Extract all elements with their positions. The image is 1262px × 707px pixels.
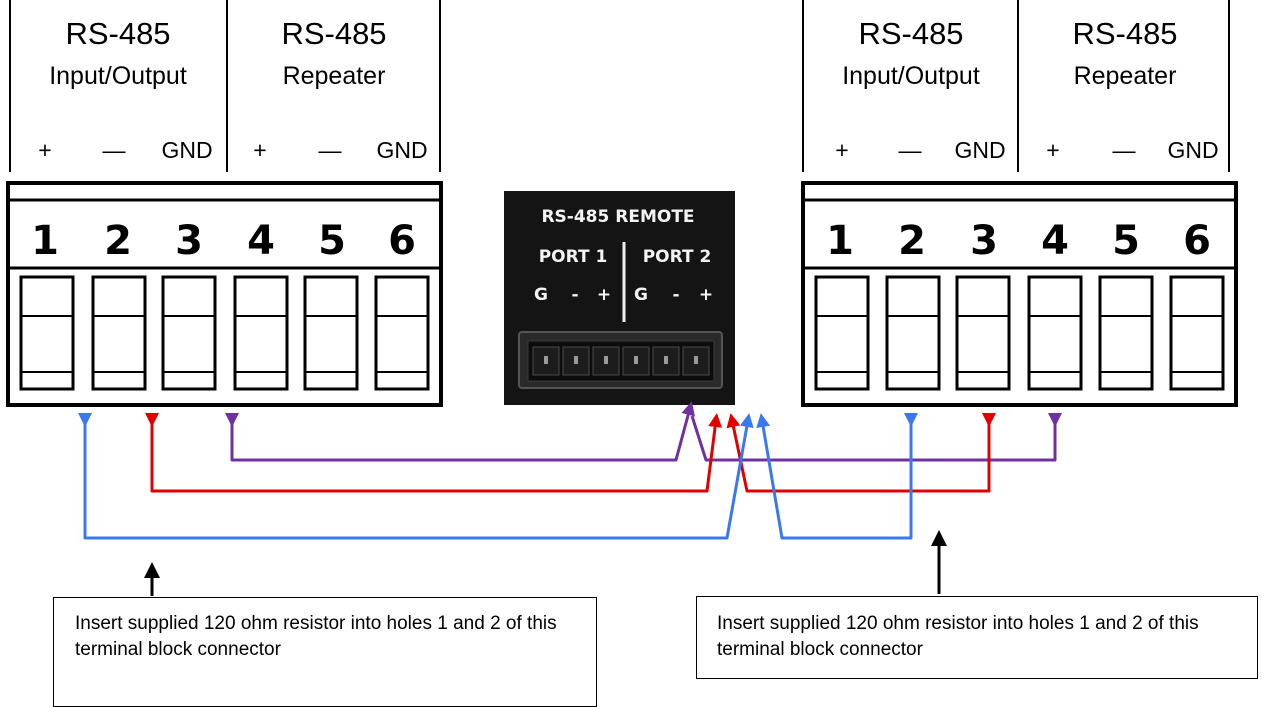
wire-plus-left: [78, 413, 754, 540]
right-group2-title: RS-485: [1072, 16, 1177, 51]
right-polarity-label: +: [835, 137, 848, 163]
wire-ground-right: [690, 413, 1062, 462]
remote-pin-label: +: [597, 285, 611, 305]
right-group2-subtitle: Repeater: [1074, 62, 1177, 90]
right-pin-number: 2: [898, 218, 926, 264]
wire-minus-left: [145, 413, 723, 493]
remote-pin-label: -: [672, 285, 679, 305]
right-polarity-label: —: [1113, 137, 1136, 163]
remote-title: RS-485 REMOTE: [541, 207, 694, 227]
remote-pin-label: G: [634, 285, 648, 305]
left-polarity-label: GND: [376, 137, 427, 163]
right-polarity-label: —: [899, 137, 922, 163]
right-group1-title: RS-485: [858, 16, 963, 51]
left-pin-number: 6: [388, 218, 416, 264]
left-pin-number: 2: [104, 218, 132, 264]
left-resistor-note: Insert supplied 120 ohm resistor into ho…: [53, 597, 597, 707]
left-group2-title: RS-485: [281, 16, 386, 51]
right-polarity-label: GND: [1167, 137, 1218, 163]
left-polarity-label: GND: [161, 137, 212, 163]
left-group1-title: RS-485: [65, 16, 170, 51]
right-resistor-note-text: Insert supplied 120 ohm resistor into ho…: [717, 613, 1199, 660]
right-block-body: [801, 181, 1238, 407]
wire-minus-right: [726, 413, 996, 493]
right-group1-subtitle: Input/Output: [842, 62, 980, 90]
left-polarity-label: +: [253, 137, 266, 163]
remote-port2-label: PORT 2: [643, 247, 712, 267]
right-polarity-label: GND: [954, 137, 1005, 163]
left-group2-subtitle: Repeater: [283, 62, 386, 90]
wire-plus-right: [756, 413, 918, 540]
left-pin-number: 5: [318, 218, 346, 264]
left-polarity-label: —: [319, 137, 342, 163]
remote-pin-label: G: [534, 285, 548, 305]
left-group1-subtitle: Input/Output: [49, 62, 187, 90]
left-terminal-slots: [19, 275, 430, 391]
rs485-remote-panel: RS-485 REMOTE PORT 1 PORT 2 G - + G - +: [504, 191, 735, 405]
right-pin-number: 4: [1041, 218, 1069, 264]
right-terminal-block: RS-485 Input/Output RS-485 Repeater + — …: [801, 0, 1238, 407]
remote-pin-label: +: [699, 285, 713, 305]
remote-pin-label: -: [571, 285, 578, 305]
right-resistor-note: Insert supplied 120 ohm resistor into ho…: [696, 596, 1258, 679]
left-pin-number: 1: [31, 218, 59, 264]
left-block-body: [6, 181, 443, 407]
left-slot-dividers: [21, 315, 428, 373]
left-polarity-label: —: [103, 137, 126, 163]
right-terminal-slots: [814, 275, 1225, 391]
right-pin-number: 1: [826, 218, 854, 264]
right-polarity-label: +: [1046, 137, 1059, 163]
left-pin-number: 4: [247, 218, 275, 264]
left-polarity-label: +: [38, 137, 51, 163]
right-pin-number: 5: [1112, 218, 1140, 264]
left-terminal-block: RS-485 Input/Output RS-485 Repeater + — …: [6, 0, 443, 407]
remote-connector-pins: [544, 356, 698, 364]
wires: [78, 401, 1062, 540]
right-pin-number: 6: [1183, 218, 1211, 264]
right-slot-dividers: [816, 315, 1223, 373]
remote-port1-label: PORT 1: [539, 247, 608, 267]
left-resistor-note-text: Insert supplied 120 ohm resistor into ho…: [75, 613, 557, 660]
left-pin-number: 3: [175, 218, 203, 264]
right-pin-number: 3: [970, 218, 998, 264]
wire-ground-left: [225, 401, 695, 462]
